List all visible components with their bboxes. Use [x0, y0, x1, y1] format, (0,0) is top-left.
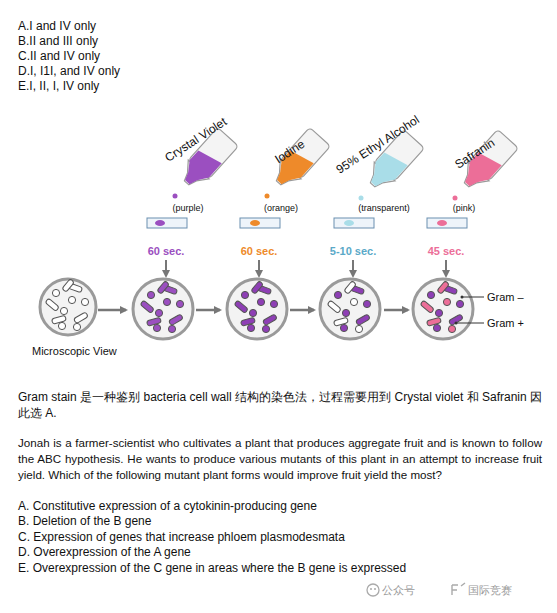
- answer-choice: D.I, I1I, and IV only: [18, 64, 120, 79]
- time-label: 60 sec.: [148, 244, 185, 259]
- answer-choice: A.I and IV only: [18, 19, 96, 34]
- gram-label: Gram –: [487, 290, 524, 305]
- question-option: C. Expression of genes that increase phl…: [18, 530, 345, 545]
- time-label: 5-10 sec.: [330, 244, 376, 259]
- color-note: (orange): [264, 201, 298, 216]
- watermark: 公众号: [382, 583, 415, 598]
- color-note: (transparent): [358, 201, 410, 216]
- time-label: 45 sec.: [428, 244, 465, 259]
- view-caption: Microscopic View: [32, 344, 117, 359]
- answer-choice: E.I, II, I, IV only: [18, 79, 99, 94]
- color-note: (pink): [453, 201, 476, 216]
- explanation-text: Gram stain 是一种鉴别 bacteria cell wall 结构的染…: [18, 389, 542, 421]
- answer-choice: B.II and III only: [18, 34, 98, 49]
- gram-label: Gram +: [487, 316, 524, 331]
- question-option: B. Deletion of the B gene: [18, 514, 151, 529]
- answer-choice: C.II and IV only: [18, 49, 100, 64]
- question-option: A. Constitutive expression of a cytokini…: [18, 499, 317, 514]
- time-label: 60 sec.: [241, 244, 278, 259]
- color-note: (purple): [172, 201, 203, 216]
- watermark: 国际竞赛: [468, 583, 512, 598]
- question-option: E. Overexpression of the C gene in areas…: [18, 561, 406, 576]
- question-text: Jonah is a farmer-scientist who cultivat…: [18, 435, 542, 483]
- question-option: D. Overexpression of the A gene: [18, 545, 191, 560]
